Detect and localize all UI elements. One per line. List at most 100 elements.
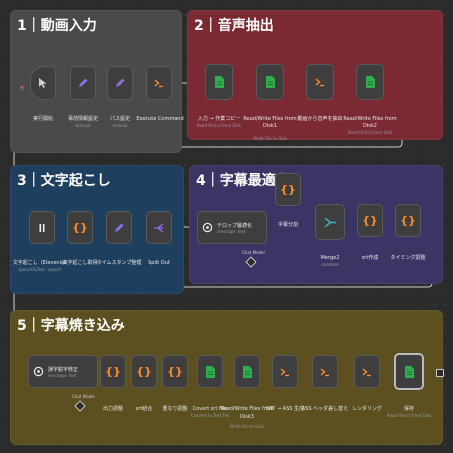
node-label-line2: Disk1: [263, 123, 277, 129]
node-timing[interactable]: {}: [395, 204, 421, 237]
node-label: レンダリング: [351, 406, 383, 412]
node-telop-optimize[interactable]: テロップ最適化 message: text: [197, 211, 267, 244]
openai-icon: [202, 222, 213, 233]
pencil-icon: [115, 223, 124, 232]
node-label: Execute Command: [136, 116, 184, 122]
node-ass-header[interactable]: [312, 355, 338, 388]
node-label: ASS ヘッダ差し替え: [301, 406, 349, 412]
node-path-settings[interactable]: [107, 66, 133, 100]
node-label: 保存: [403, 406, 415, 412]
connector-label: Chat Model: [242, 250, 265, 255]
node-extract-audio[interactable]: [306, 64, 334, 100]
node-srt-to-ass[interactable]: [272, 355, 298, 388]
node-sublabel: Write File to Disk: [253, 136, 287, 141]
braces-icon: {}: [136, 365, 152, 378]
pencil-icon: [116, 78, 125, 87]
group-title: 4｜字幕最適化: [196, 173, 290, 189]
file-icon: [243, 365, 252, 378]
terminal-icon: [320, 367, 329, 376]
node-label: Covert srt File: [192, 406, 228, 412]
node-execute-command[interactable]: [146, 66, 172, 100]
file-icon: [215, 76, 224, 88]
braces-icon: {}: [280, 183, 296, 196]
file-icon: [206, 365, 215, 378]
braces-icon: {}: [167, 365, 183, 378]
node-label-line2: Disk3: [240, 414, 254, 420]
node-label: srt作成: [361, 255, 379, 261]
group-title: 3｜文字起こし: [17, 173, 111, 189]
braces-icon: {}: [400, 214, 416, 227]
node-sublabel: Read File(s) From Disk: [196, 123, 242, 128]
openai-icon: [33, 366, 44, 377]
node-label: 重なり調整: [162, 406, 188, 412]
node-rw-disk3[interactable]: [234, 355, 260, 388]
node-label: 事前情報設定: [67, 116, 99, 122]
add-node-handle[interactable]: [436, 369, 444, 377]
node-label: タイムスタンプ整理: [96, 260, 142, 266]
node-start[interactable]: [30, 66, 56, 100]
node-sublabel: combine: [321, 262, 339, 267]
braces-icon: {}: [72, 221, 88, 234]
node-convert-srt[interactable]: [197, 355, 223, 388]
node-pre-settings[interactable]: [70, 66, 96, 100]
node-label: 出力調整: [102, 406, 124, 412]
node-typo-fix[interactable]: 誤字脱字修正 message: text: [28, 355, 98, 388]
split-icon: [154, 222, 164, 233]
node-label: パス設定: [109, 116, 131, 122]
node-label: srt結合: [135, 406, 153, 412]
group-title: 5｜字幕焼き込み: [17, 318, 125, 334]
node-label-line2: Disk2: [363, 123, 377, 129]
node-merge2[interactable]: [315, 204, 345, 240]
braces-icon: {}: [362, 214, 378, 227]
node-label: Read/Write Files from: [220, 406, 274, 412]
node-label: Read/Write Files from: [343, 116, 397, 122]
terminal-icon: [154, 79, 163, 88]
group-title: 1｜動画入力: [17, 18, 97, 34]
braces-icon: {}: [105, 365, 121, 378]
group-title: 2｜音声抽出: [194, 18, 274, 34]
file-icon: [366, 76, 375, 88]
node-input-copy[interactable]: [205, 64, 233, 100]
node-sublabel: message: text: [217, 228, 246, 234]
node-sublabel: Convert to Text File: [190, 413, 230, 418]
node-label: 実行開始: [32, 116, 54, 122]
node-title: テロップ最適化: [217, 222, 253, 229]
node-label: SRT → ASS 生成: [265, 406, 305, 412]
trigger-bolt-icon: ⚡: [19, 84, 26, 94]
terminal-icon: [315, 78, 324, 87]
node-srt-join[interactable]: {}: [131, 355, 157, 388]
node-label: タイミング調整: [390, 255, 426, 261]
node-sublabel: Read File(s) From Disk: [386, 413, 432, 418]
node-sublabel: message: text: [48, 372, 77, 378]
file-icon: [405, 365, 414, 378]
node-srt-make[interactable]: {}: [357, 204, 383, 237]
node-title: 誤字脱字修正: [48, 366, 79, 373]
node-render[interactable]: [354, 355, 380, 388]
node-sublabel: speechToText: speech: [18, 267, 62, 272]
node-sublabel: Write File to Disk: [230, 424, 264, 429]
node-sublabel: manual: [75, 123, 91, 128]
file-icon: [266, 76, 275, 88]
node-subtitle-split[interactable]: {}: [275, 173, 301, 206]
merge-icon: [324, 217, 336, 227]
node-label: 入力 → 作業コピー: [197, 116, 241, 122]
node-get-text[interactable]: {}: [67, 211, 93, 244]
pencil-icon: [79, 78, 88, 87]
node-save[interactable]: [394, 353, 424, 390]
node-label: 動画から音声を抽出: [297, 116, 343, 122]
node-output-adjust[interactable]: {}: [100, 355, 126, 388]
node-rw-disk1[interactable]: [256, 64, 284, 100]
node-label: 文字起こし取得: [62, 260, 98, 266]
node-sublabel: manual: [112, 123, 128, 128]
node-overlap-adjust[interactable]: {}: [162, 355, 188, 388]
node-transcribe[interactable]: [29, 211, 55, 244]
node-rw-disk2[interactable]: [356, 64, 384, 100]
node-label: Merge2: [320, 255, 340, 261]
node-sublabel: Read File(s) From Disk: [347, 130, 393, 135]
node-split-out[interactable]: [146, 211, 172, 244]
node-label: Read/Write Files from: [243, 116, 297, 122]
elevenlabs-icon: [39, 223, 45, 232]
connector-label: Chat Model: [72, 394, 95, 399]
node-timestamp[interactable]: [106, 211, 132, 244]
